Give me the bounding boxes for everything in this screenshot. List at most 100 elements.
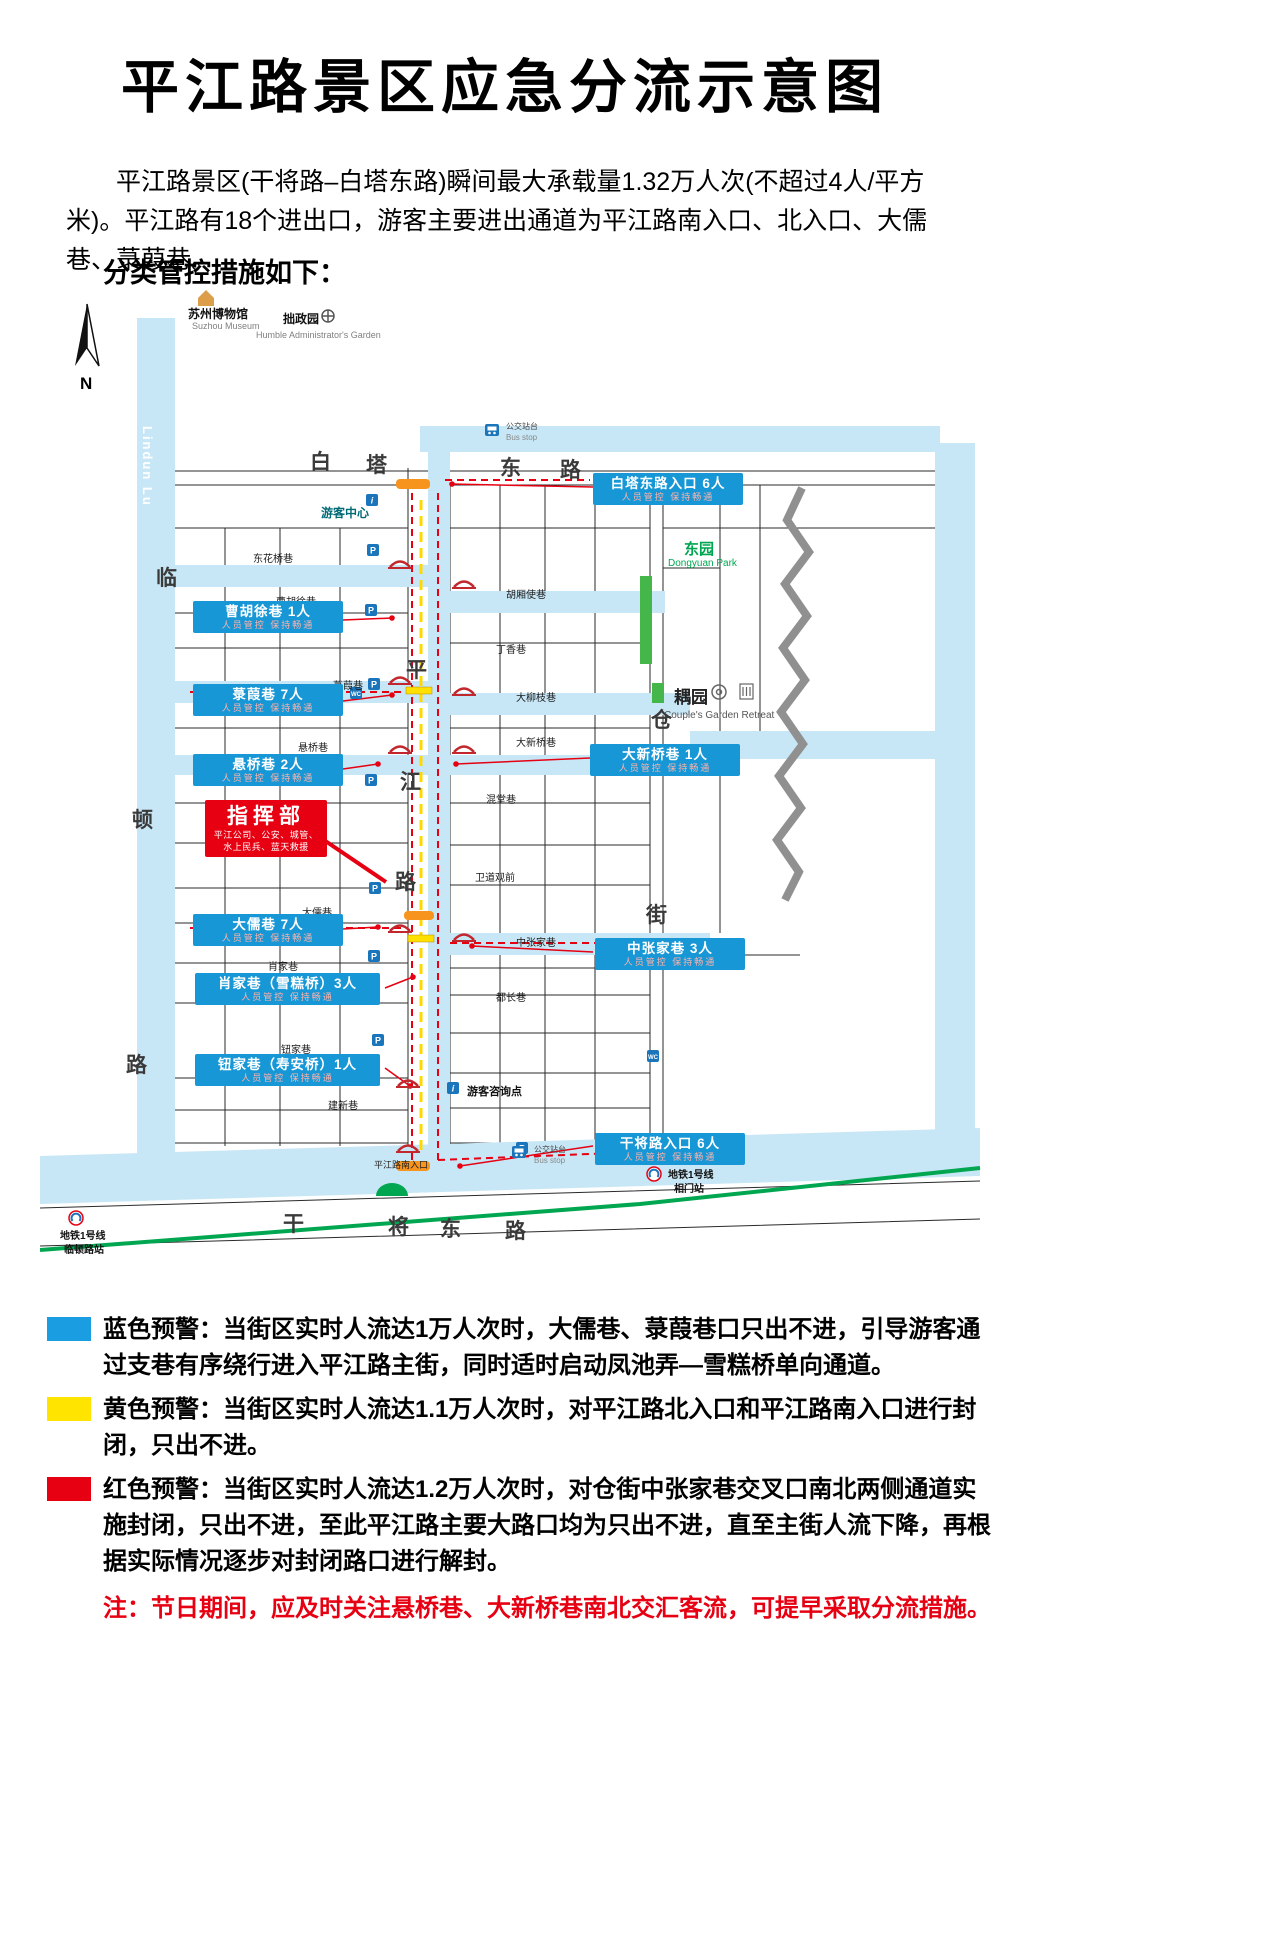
rivers — [40, 318, 980, 1204]
museum-icon — [198, 290, 214, 306]
ouyuan-unesco-icon — [739, 683, 754, 700]
lane-label: 大儒巷 — [302, 904, 332, 919]
street-pingjiang-char: 江 — [400, 771, 421, 794]
closure-markers — [396, 479, 435, 1171]
compass-label: N — [80, 374, 93, 393]
museum-label-en: Suzhou Museum — [192, 321, 260, 331]
legend-item-yellow: 黄色预警：当街区实时人流达1.1万人次时，对平江路北入口和平江路南入口进行封闭，… — [47, 1392, 997, 1464]
lane-label: 丁香巷 — [496, 645, 526, 656]
command-post-members: 平江公司、公安、城管、 — [213, 830, 319, 841]
bus-stop-icon — [485, 424, 499, 436]
metro-logo-icon — [68, 1210, 84, 1226]
street-baita-char: 白 — [310, 451, 331, 474]
legend-body: 当街区实时人流达1万人次时，大儒巷、菉葭巷口只出不进，引导游客通过支巷有序绕行进… — [103, 1316, 981, 1379]
lane-label: 建新巷 — [328, 1101, 358, 1112]
street-ganjiang-char: 东 — [440, 1218, 461, 1241]
parking-icon — [369, 882, 381, 894]
dongyuan-label-en: Dongyuan Park — [668, 558, 737, 569]
ouyuan-garden-icon — [711, 684, 727, 700]
entry-box-subtitle: 人员管控 保持畅通 — [221, 619, 315, 630]
bus-stop-label: 公交站台 — [506, 422, 538, 431]
entry-box-title: 菉葭巷 7人 — [232, 687, 304, 702]
street-pingjiang-char: 平 — [406, 659, 427, 682]
park-areas — [376, 576, 664, 1196]
bus-stop-label: 公交站台 — [534, 1145, 566, 1154]
metro-logo-icon — [646, 1166, 662, 1182]
yellow-closure-bar — [405, 686, 433, 695]
entry-box-subtitle: 人员管控 保持畅通 — [241, 991, 334, 1002]
entry-box-title: 干将路入口 6人 — [619, 1136, 721, 1151]
parking-icon — [372, 1034, 384, 1046]
entry-box-title: 大新桥巷 1人 — [622, 747, 708, 762]
bridge-icon — [450, 687, 478, 697]
command-leader-line — [316, 834, 388, 884]
entry-box-xuanqiao: 悬桥巷 2人 人员管控 保持畅通 — [193, 754, 343, 787]
metro-line — [40, 1166, 981, 1252]
street-baita-char: 路 — [560, 459, 581, 482]
lane-label: 菉葭巷 — [333, 681, 363, 692]
street-pingjiang-char: 路 — [395, 871, 416, 894]
entry-box-subtitle: 人员管控 保持畅通 — [623, 956, 717, 967]
street-cangjie-char: 街 — [646, 904, 667, 927]
entry-box-title: 钮家巷（寿安桥）1人 — [217, 1057, 357, 1072]
entry-box-zhongzhangjia: 中张家巷 3人 人员管控 保持畅通 — [595, 938, 745, 971]
command-post-box: 指挥部 平江公司、公安、城管、 水上民兵、蓝天救援 — [205, 800, 327, 858]
toilet-icon — [647, 1050, 659, 1062]
poster-content: 平江路景区应急分流示意图 平江路景区(干将路–白塔东路)瞬间最大承载量1.32万… — [40, 55, 997, 1623]
south-entrance-label: 平江路南入口 — [374, 1160, 429, 1170]
street-baita-char: 东 — [500, 457, 521, 480]
section-subtitle: 分类管控措施如下： — [103, 258, 346, 288]
legend-item-red: 红色预警：当街区实时人流达1.2万人次时，对仓街中张家巷交叉口南北两侧通道实施封… — [47, 1472, 997, 1580]
lane-label: 钮家巷 — [281, 1045, 311, 1056]
lane-label: 大新桥巷 — [516, 738, 556, 749]
entry-box-subtitle: 人员管控 保持畅通 — [221, 772, 315, 783]
leader-lines — [342, 483, 594, 1167]
legend-note: 注：节日期间，应及时关注悬桥巷、大新桥巷南北交汇客流，可提早采取分流措施。 — [103, 1595, 991, 1622]
metro-line-label: 地铁1号线 — [668, 1170, 714, 1181]
lane-label: 都长巷 — [496, 993, 526, 1004]
entry-box-title: 大儒巷 7人 — [232, 917, 304, 932]
entry-box-subtitle: 人员管控 保持畅通 — [221, 932, 315, 943]
yellow-warning-swatch — [47, 1397, 91, 1421]
yellow-closure-bar — [407, 934, 435, 943]
street-ganjiang-char: 干 — [283, 1213, 304, 1236]
street-ganjiang-char: 路 — [505, 1220, 526, 1243]
lane-label: 混堂巷 — [486, 795, 516, 806]
tourist-center-label: 游客中心 — [321, 506, 370, 520]
street-baita-char: 塔 — [366, 454, 387, 477]
south-gate-pill — [396, 1161, 430, 1171]
street-cangjie-char: 仓 — [651, 709, 672, 732]
metro-station-lindunlu: 临顿路站 — [64, 1245, 104, 1256]
entry-box-subtitle: 人员管控 保持畅通 — [221, 702, 315, 713]
blue-warning-swatch — [47, 1317, 91, 1341]
entry-box-baitadonglu: 白塔东路入口 6人 人员管控 保持畅通 — [593, 473, 743, 506]
metro-line-label: 地铁1号线 — [60, 1231, 106, 1242]
entry-box-title: 中张家巷 3人 — [627, 941, 713, 956]
legend-item-blue: 蓝色预警：当街区实时人流达1万人次时，大儒巷、菉葭巷口只出不进，引导游客通过支巷… — [47, 1312, 997, 1384]
street-lindun-en: Lindun Lu — [140, 426, 155, 507]
bridge-icon — [450, 745, 478, 755]
legend-text: 黄色预警：当街区实时人流达1.1万人次时，对平江路北入口和平江路南入口进行封闭，… — [103, 1392, 993, 1464]
parking-icon — [367, 544, 379, 556]
intro-paragraph: 平江路景区(干将路–白塔东路)瞬间最大承载量1.32万人次(不超过4人/平方米)… — [66, 168, 928, 274]
legend: 蓝色预警：当街区实时人流达1万人次时，大儒巷、菉葭巷口只出不进，引导游客通过支巷… — [47, 1312, 997, 1623]
legend-text: 蓝色预警：当街区实时人流达1万人次时，大儒巷、菉葭巷口只出不进，引导游客通过支巷… — [103, 1312, 993, 1384]
page-title: 平江路景区应急分流示意图 — [120, 55, 889, 120]
entry-box-title: 肖家巷（雪糕桥）3人 — [217, 976, 357, 991]
museum-label: 苏州博物馆 — [188, 307, 249, 321]
command-post-title: 指挥部 — [227, 805, 305, 828]
bridge-icon — [450, 580, 478, 590]
dongyuan-label: 东园 — [684, 541, 715, 558]
parking-icon — [365, 604, 377, 616]
lane-label: 东花桥巷 — [253, 554, 293, 565]
legend-body: 当街区实时人流达1.1万人次时，对平江路北入口和平江路南入口进行封闭，只出不进。 — [103, 1396, 977, 1459]
map-canvas: P WC i — [40, 288, 990, 1293]
bus-stop-label-en: Bus stop — [506, 433, 538, 442]
parking-icon — [365, 774, 377, 786]
map-svg: P WC i — [40, 290, 981, 1252]
legend-text: 红色预警：当街区实时人流达1.2万人次时，对仓街中张家巷交叉口南北两侧通道实施封… — [103, 1472, 993, 1580]
mid-gate-pill — [404, 911, 434, 920]
lane-label: 卫道观前 — [475, 873, 515, 884]
parking-icon — [368, 678, 380, 690]
